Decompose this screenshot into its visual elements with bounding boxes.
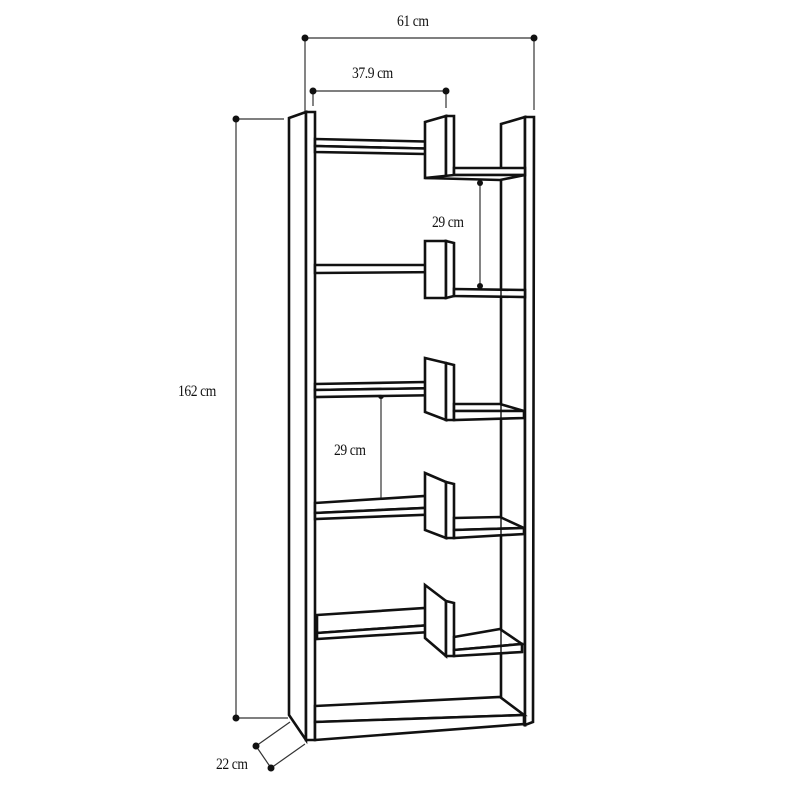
divider-2: [423, 239, 456, 300]
right-shelf-4: [452, 515, 526, 540]
divider-4: [423, 471, 456, 540]
left-shelf-3: [313, 380, 448, 399]
left-side-panel: [287, 110, 317, 745]
dimension-shelf-gap-lower: [378, 393, 384, 514]
dimension-inner-width: [309, 87, 450, 108]
label-depth: 22 cm: [216, 756, 248, 773]
dimension-shelf-gap-upper: [477, 180, 483, 289]
divider-3: [423, 356, 456, 422]
dimension-height: [232, 115, 288, 722]
dimension-total-width: [301, 34, 538, 112]
divider-1: [423, 114, 456, 180]
bottom-shelf: [313, 695, 528, 742]
label-shelf-gap-lower: 29 cm: [334, 442, 366, 459]
right-shelf-1: [424, 166, 527, 182]
right-shelf-5: [452, 627, 526, 658]
dimension-depth: [252, 721, 306, 772]
label-shelf-gap-upper: 29 cm: [432, 214, 464, 231]
label-height: 162 cm: [178, 383, 216, 400]
label-inner-width: 37.9 cm: [352, 65, 393, 82]
right-shelf-2: [452, 287, 527, 299]
divider-5: [423, 582, 456, 659]
label-total-width: 61 cm: [397, 13, 429, 30]
